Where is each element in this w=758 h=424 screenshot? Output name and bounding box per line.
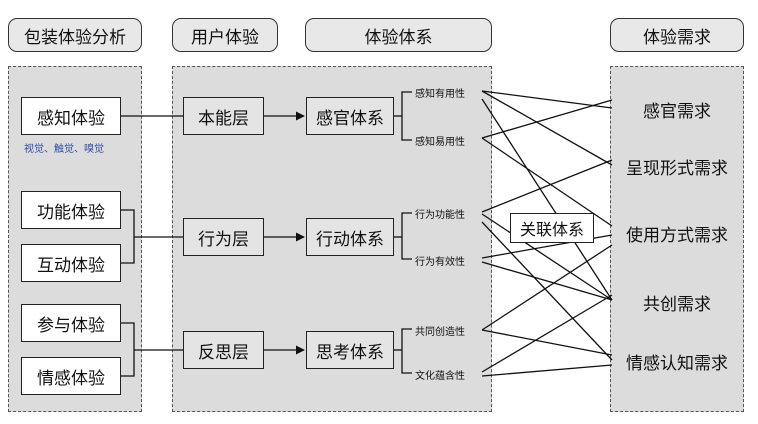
box-association-system: 关联体系 [510,213,594,243]
perception-senses-label: 视觉、触觉、嗅觉 [24,144,104,155]
header-experience-needs: 体验需求 [610,18,744,52]
attr-behavior-effectiveness: 行为有效性 [415,257,465,268]
box-action-system: 行动体系 [306,218,394,256]
header-analysis: 包装体验分析 [8,18,142,52]
attr-cultural-connotation: 文化蕴含性 [415,371,465,382]
need-co-creation: 共创需求 [643,295,711,315]
box-function-experience: 功能体验 [21,191,121,229]
box-perception-experience: 感知体验 [21,97,121,135]
need-usage: 使用方式需求 [626,226,728,246]
box-sensory-system: 感官体系 [306,97,394,135]
need-presentation: 呈现形式需求 [626,159,728,179]
box-emotion-experience: 情感体验 [21,357,121,395]
attr-perceived-ease: 感知易用性 [415,137,465,148]
attr-co-creation: 共同创造性 [415,327,465,338]
box-behavior-layer: 行为层 [183,218,264,256]
need-sensory: 感官需求 [643,102,711,122]
need-emotional: 情感认知需求 [626,354,728,374]
header-experience-system: 体验体系 [305,18,492,52]
box-instinct-layer: 本能层 [183,97,264,135]
box-participation-experience: 参与体验 [21,304,121,342]
attr-behavior-function: 行为功能性 [415,210,465,221]
box-reflection-layer: 反思层 [183,331,264,369]
box-thinking-system: 思考体系 [306,331,394,369]
header-user-experience: 用户体验 [172,18,278,52]
attr-perceived-usefulness: 感知有用性 [415,89,465,100]
panel-needs [610,66,744,412]
box-interaction-experience: 互动体验 [21,244,121,282]
